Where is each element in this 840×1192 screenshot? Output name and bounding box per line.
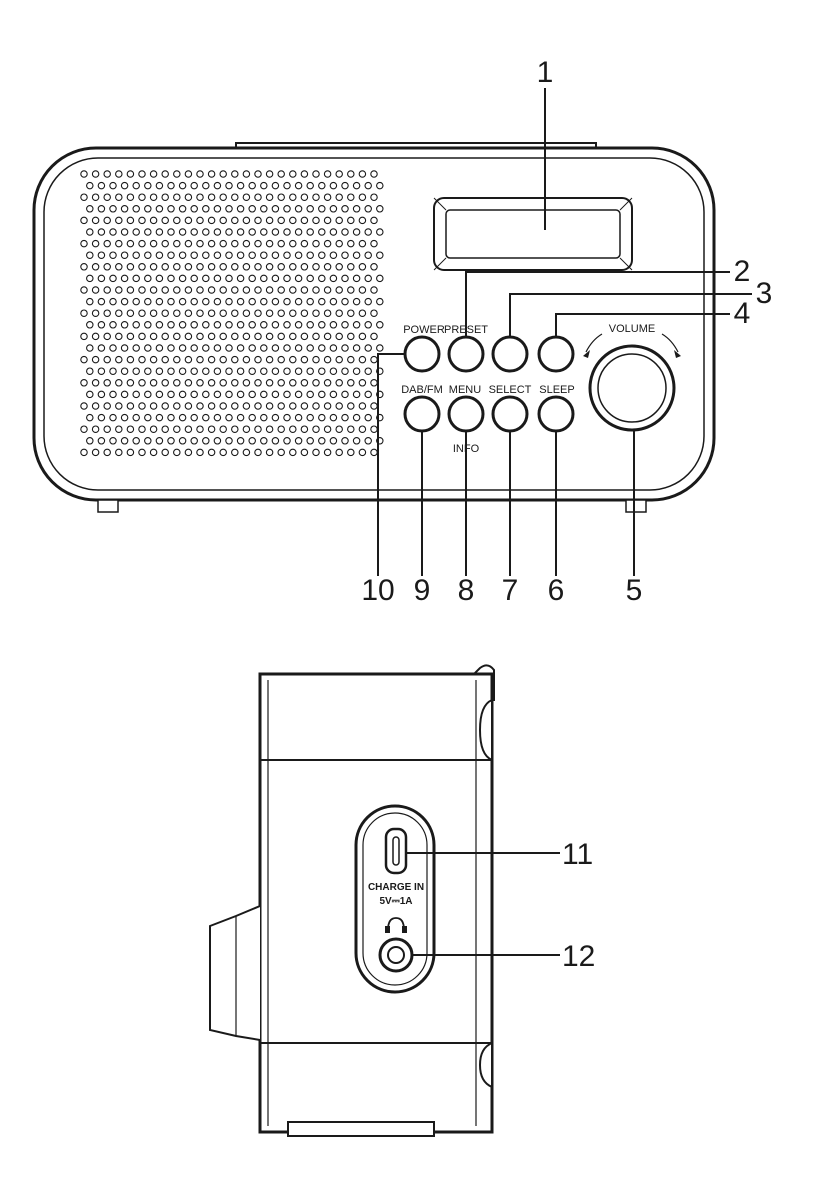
label-power: POWER — [403, 324, 445, 336]
volume-knob[interactable] — [590, 346, 674, 430]
label-select: SELECT — [489, 384, 532, 396]
dab-fm-button[interactable] — [405, 397, 439, 431]
select-button[interactable] — [493, 397, 527, 431]
menu-info-button[interactable] — [449, 397, 483, 431]
label-sleep: SLEEP — [539, 384, 574, 396]
callout-5: 5 — [626, 574, 643, 607]
callout-7: 7 — [502, 574, 519, 607]
up-button[interactable] — [539, 337, 573, 371]
right-foot — [626, 500, 646, 512]
callout-11: 11 — [562, 838, 593, 871]
callout-6: 6 — [548, 574, 565, 607]
front-view: POWER PRESET DAB/FM MENU SELECT SLEEP IN… — [34, 56, 772, 607]
preset-button[interactable] — [449, 337, 483, 371]
charge-in-port-slot — [393, 837, 399, 865]
callout-10: 10 — [361, 574, 394, 607]
callout-4: 4 — [734, 297, 751, 330]
label-menu: MENU — [449, 384, 481, 396]
side-view: CHARGE IN 5V⎓1A 11 12 — [210, 665, 595, 1136]
left-foot — [98, 500, 118, 512]
label-rating: 5V⎓1A — [380, 896, 413, 907]
callout-9: 9 — [414, 574, 431, 607]
display-window-inner — [446, 210, 620, 258]
callout-8: 8 — [458, 574, 475, 607]
callout-1: 1 — [537, 56, 554, 89]
sleep-button[interactable] — [539, 397, 573, 431]
left-protrusion — [210, 906, 260, 1040]
callout-12: 12 — [562, 940, 595, 973]
down-button[interactable] — [493, 337, 527, 371]
callout-3: 3 — [756, 277, 773, 310]
callout-2: 2 — [734, 255, 751, 288]
label-dab-fm: DAB/FM — [401, 384, 443, 396]
power-button[interactable] — [405, 337, 439, 371]
label-charge-in: CHARGE IN — [368, 882, 424, 893]
label-volume: VOLUME — [609, 323, 655, 335]
bottom-foot — [288, 1122, 434, 1136]
headphone-jack-inner — [388, 947, 404, 963]
